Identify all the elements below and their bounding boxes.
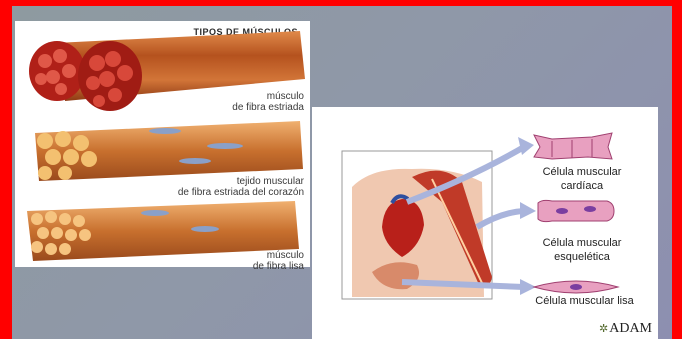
- label-skeletal-line1: músculo: [232, 91, 304, 102]
- muscle-types-panel: TIPOS DE MÚSCULOS: [15, 21, 310, 267]
- label-smooth: músculo de fibra lisa: [253, 250, 304, 272]
- label-cardiac: tejido muscular de fibra estriada del co…: [178, 176, 304, 198]
- smooth-cell-icon: [534, 281, 618, 293]
- label-skeletal: músculo de fibra estriada: [232, 91, 304, 113]
- cell-types-panel: Célula muscular cardíaca Célula muscular…: [312, 107, 658, 339]
- label-cardiac-cell: Célula muscular cardíaca: [522, 165, 642, 193]
- adam-logo-text: ADAM: [609, 321, 652, 336]
- muscle-illustration: [15, 21, 310, 267]
- label-cardiac-line1: tejido muscular: [178, 176, 304, 187]
- adam-logo-icon: ✲: [599, 323, 608, 335]
- cardiac-muscle-bundle: [35, 121, 303, 181]
- label-smooth-cell-line1: Célula muscular lisa: [517, 294, 652, 308]
- label-cardiac-cell-line2: cardíaca: [522, 179, 642, 193]
- label-smooth-line1: músculo: [253, 250, 304, 261]
- label-skeletal-cell-line1: Célula muscular: [522, 236, 642, 250]
- adam-logo: ✲ADAM: [599, 321, 652, 337]
- label-skeletal-cell-line2: esquelética: [522, 250, 642, 264]
- slide-background: TIPOS DE MÚSCULOS: [12, 6, 672, 339]
- label-smooth-cell: Célula muscular lisa: [517, 294, 652, 308]
- label-cardiac-line2: de fibra estriada del corazón: [178, 187, 304, 198]
- label-skeletal-line2: de fibra estriada: [232, 102, 304, 113]
- skeletal-cell-icon: [538, 200, 614, 221]
- label-skeletal-cell: Célula muscular esquelética: [522, 236, 642, 264]
- label-smooth-line2: de fibra lisa: [253, 261, 304, 272]
- label-cardiac-cell-line1: Célula muscular: [522, 165, 642, 179]
- cardiac-cell-icon: [534, 133, 612, 159]
